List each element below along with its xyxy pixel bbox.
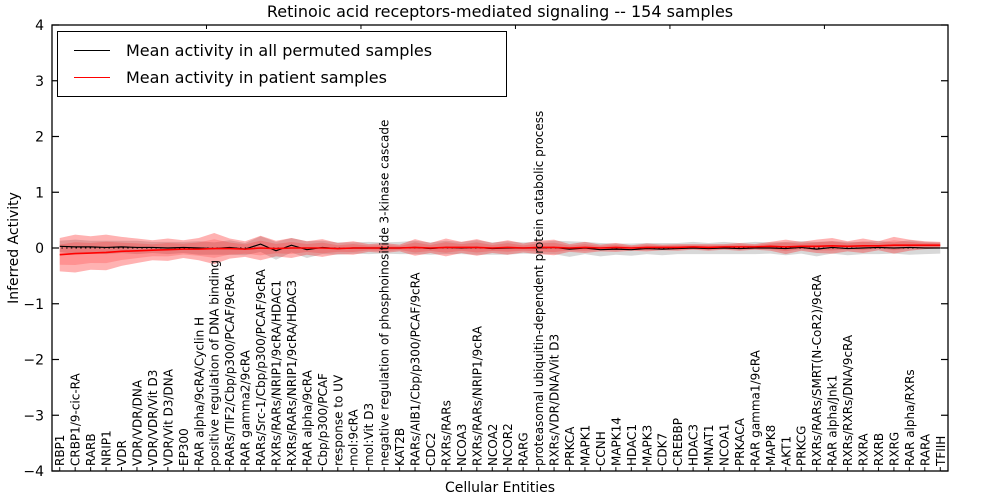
x-tick-label: RXRB — [872, 433, 886, 466]
x-tick-label: AKT1 — [779, 436, 793, 466]
x-axis-label: Cellular Entities — [444, 480, 556, 496]
x-tick-label: PRKACA — [733, 417, 747, 466]
x-tick-label: RXRs/RARs — [439, 400, 453, 466]
x-tick-label: MAPK8 — [764, 425, 778, 466]
series-line-1 — [59, 244, 941, 256]
y-axis-label: Inferred Activity — [6, 192, 22, 304]
x-tick-label: RXRA — [857, 433, 871, 466]
x-tick-label: NCOA1 — [718, 424, 732, 466]
y-tick-label: 1 — [35, 185, 44, 201]
x-tick-label: CDC2 — [424, 432, 438, 466]
x-tick-label: KAT2B — [393, 428, 407, 466]
y-tick-label: 4 — [35, 18, 44, 34]
x-tick-label: RARG — [517, 432, 531, 466]
x-tick-label: RARs/Src-1/Cbp/p300/PCAF/9cRA — [254, 268, 268, 466]
x-tick-label: VDR/Vit D3/DNA — [161, 368, 175, 466]
x-tick-label: RAR alpha/9cRA/Cyclin H — [192, 317, 206, 466]
x-tick-label: RBP1 — [53, 435, 67, 466]
x-tick-label: RXRs/RARs/NRIP1/9cRA/HDAC1 — [270, 280, 284, 466]
x-tick-label: NCOA3 — [455, 424, 469, 466]
x-tick-label: MNAT1 — [702, 424, 716, 466]
band-2 — [59, 239, 941, 265]
x-tick-label: RAR alpha/Jnk1 — [826, 375, 840, 466]
chart-title: Retinoic acid receptors-mediated signali… — [266, 2, 734, 21]
x-tick-label: RAR alpha/9cRA — [300, 369, 314, 466]
band-1 — [59, 232, 941, 273]
x-tick-label: MAPK1 — [578, 425, 592, 466]
x-tick-label: NRIP1 — [100, 430, 114, 466]
x-tick-label: CDK7 — [656, 433, 670, 466]
x-tick-label: negative regulation of phosphoinositide … — [378, 120, 392, 466]
x-tick-label: RXRs/VDR/DNA/Vit D3 — [548, 334, 562, 466]
x-tick-label: RARA — [918, 433, 932, 466]
x-tick-label: NCOR2 — [501, 423, 515, 466]
x-tick-label: RXRG — [887, 432, 901, 466]
x-tick-label: TFIIH — [934, 436, 948, 467]
x-tick-label: HDAC1 — [625, 424, 639, 466]
x-tick-label: RARB — [84, 433, 98, 466]
x-tick-label: proteasomal ubiquitin-dependent protein … — [532, 111, 546, 466]
x-tick-label: MAPK14 — [609, 417, 623, 466]
x-tick-label: PRKCG — [795, 426, 809, 466]
x-tick-label: CREBBP — [671, 418, 685, 466]
patient-line-swatch-icon — [74, 77, 110, 78]
x-tick-label: RXRs/RXRs/DNA/9cRA — [841, 334, 855, 466]
x-tick-label: VDR — [115, 440, 129, 466]
legend-label-permuted: Mean activity in all permuted samples — [126, 41, 433, 60]
legend: Mean activity in all permuted samples Me… — [57, 31, 507, 97]
x-tick-label: RAR gamma2/9cRA — [239, 349, 253, 466]
x-tick-label: CCNH — [594, 431, 608, 466]
x-tick-label: RXRs/RARs/NRIP1/9cRA — [470, 325, 484, 466]
x-tick-label: RAR alpha/RXRs — [903, 369, 917, 466]
x-tick-label: RAR gamma1/9cRA — [748, 349, 762, 466]
y-tick-label: −1 — [23, 297, 44, 313]
x-tick-label: mol:Vit D3 — [362, 403, 376, 466]
x-tick-label: mol:9cRA — [347, 409, 361, 466]
legend-row-patient: Mean activity in patient samples — [74, 68, 506, 87]
x-tick-label: PRKCA — [563, 426, 577, 466]
y-tick-label: 2 — [35, 130, 44, 146]
y-tick-label: −2 — [23, 353, 44, 369]
x-tick-label: VDR/VDR/Vit D3 — [146, 370, 160, 466]
x-tick-label: RXRs/RARs/NRIP1/9cRA/HDAC3 — [285, 280, 299, 466]
x-tick-label: VDR/VDR/DNA — [130, 379, 144, 466]
x-tick-label: NCOA2 — [486, 424, 500, 466]
permuted-line-swatch-icon — [74, 50, 110, 51]
x-tick-label: EP300 — [177, 428, 191, 466]
legend-row-permuted: Mean activity in all permuted samples — [74, 41, 506, 60]
x-tick-label: RXRs/RARs/SMRT(N-CoR2)/9cRA — [810, 274, 824, 466]
x-tick-label: MAPK3 — [640, 425, 654, 466]
x-tick-label: HDAC3 — [687, 424, 701, 466]
x-tick-label: CRBP1/9-cic-RA — [69, 372, 83, 466]
y-tick-label: −3 — [23, 408, 44, 424]
x-tick-label: RARs/AIB1/Cbp/p300/PCAF/9cRA — [409, 272, 423, 466]
legend-label-patient: Mean activity in patient samples — [126, 68, 387, 87]
x-tick-label: positive regulation of DNA binding — [208, 260, 222, 466]
y-tick-label: −4 — [23, 464, 44, 480]
x-tick-label: Cbp/p300/PCAF — [316, 373, 330, 466]
y-tick-label: 0 — [35, 241, 44, 257]
x-tick-label: response to UV — [331, 374, 345, 466]
x-tick-label: RARs/TIF2/Cbp/p300/PCAF/9cRA — [223, 274, 237, 466]
y-tick-label: 3 — [35, 74, 44, 90]
